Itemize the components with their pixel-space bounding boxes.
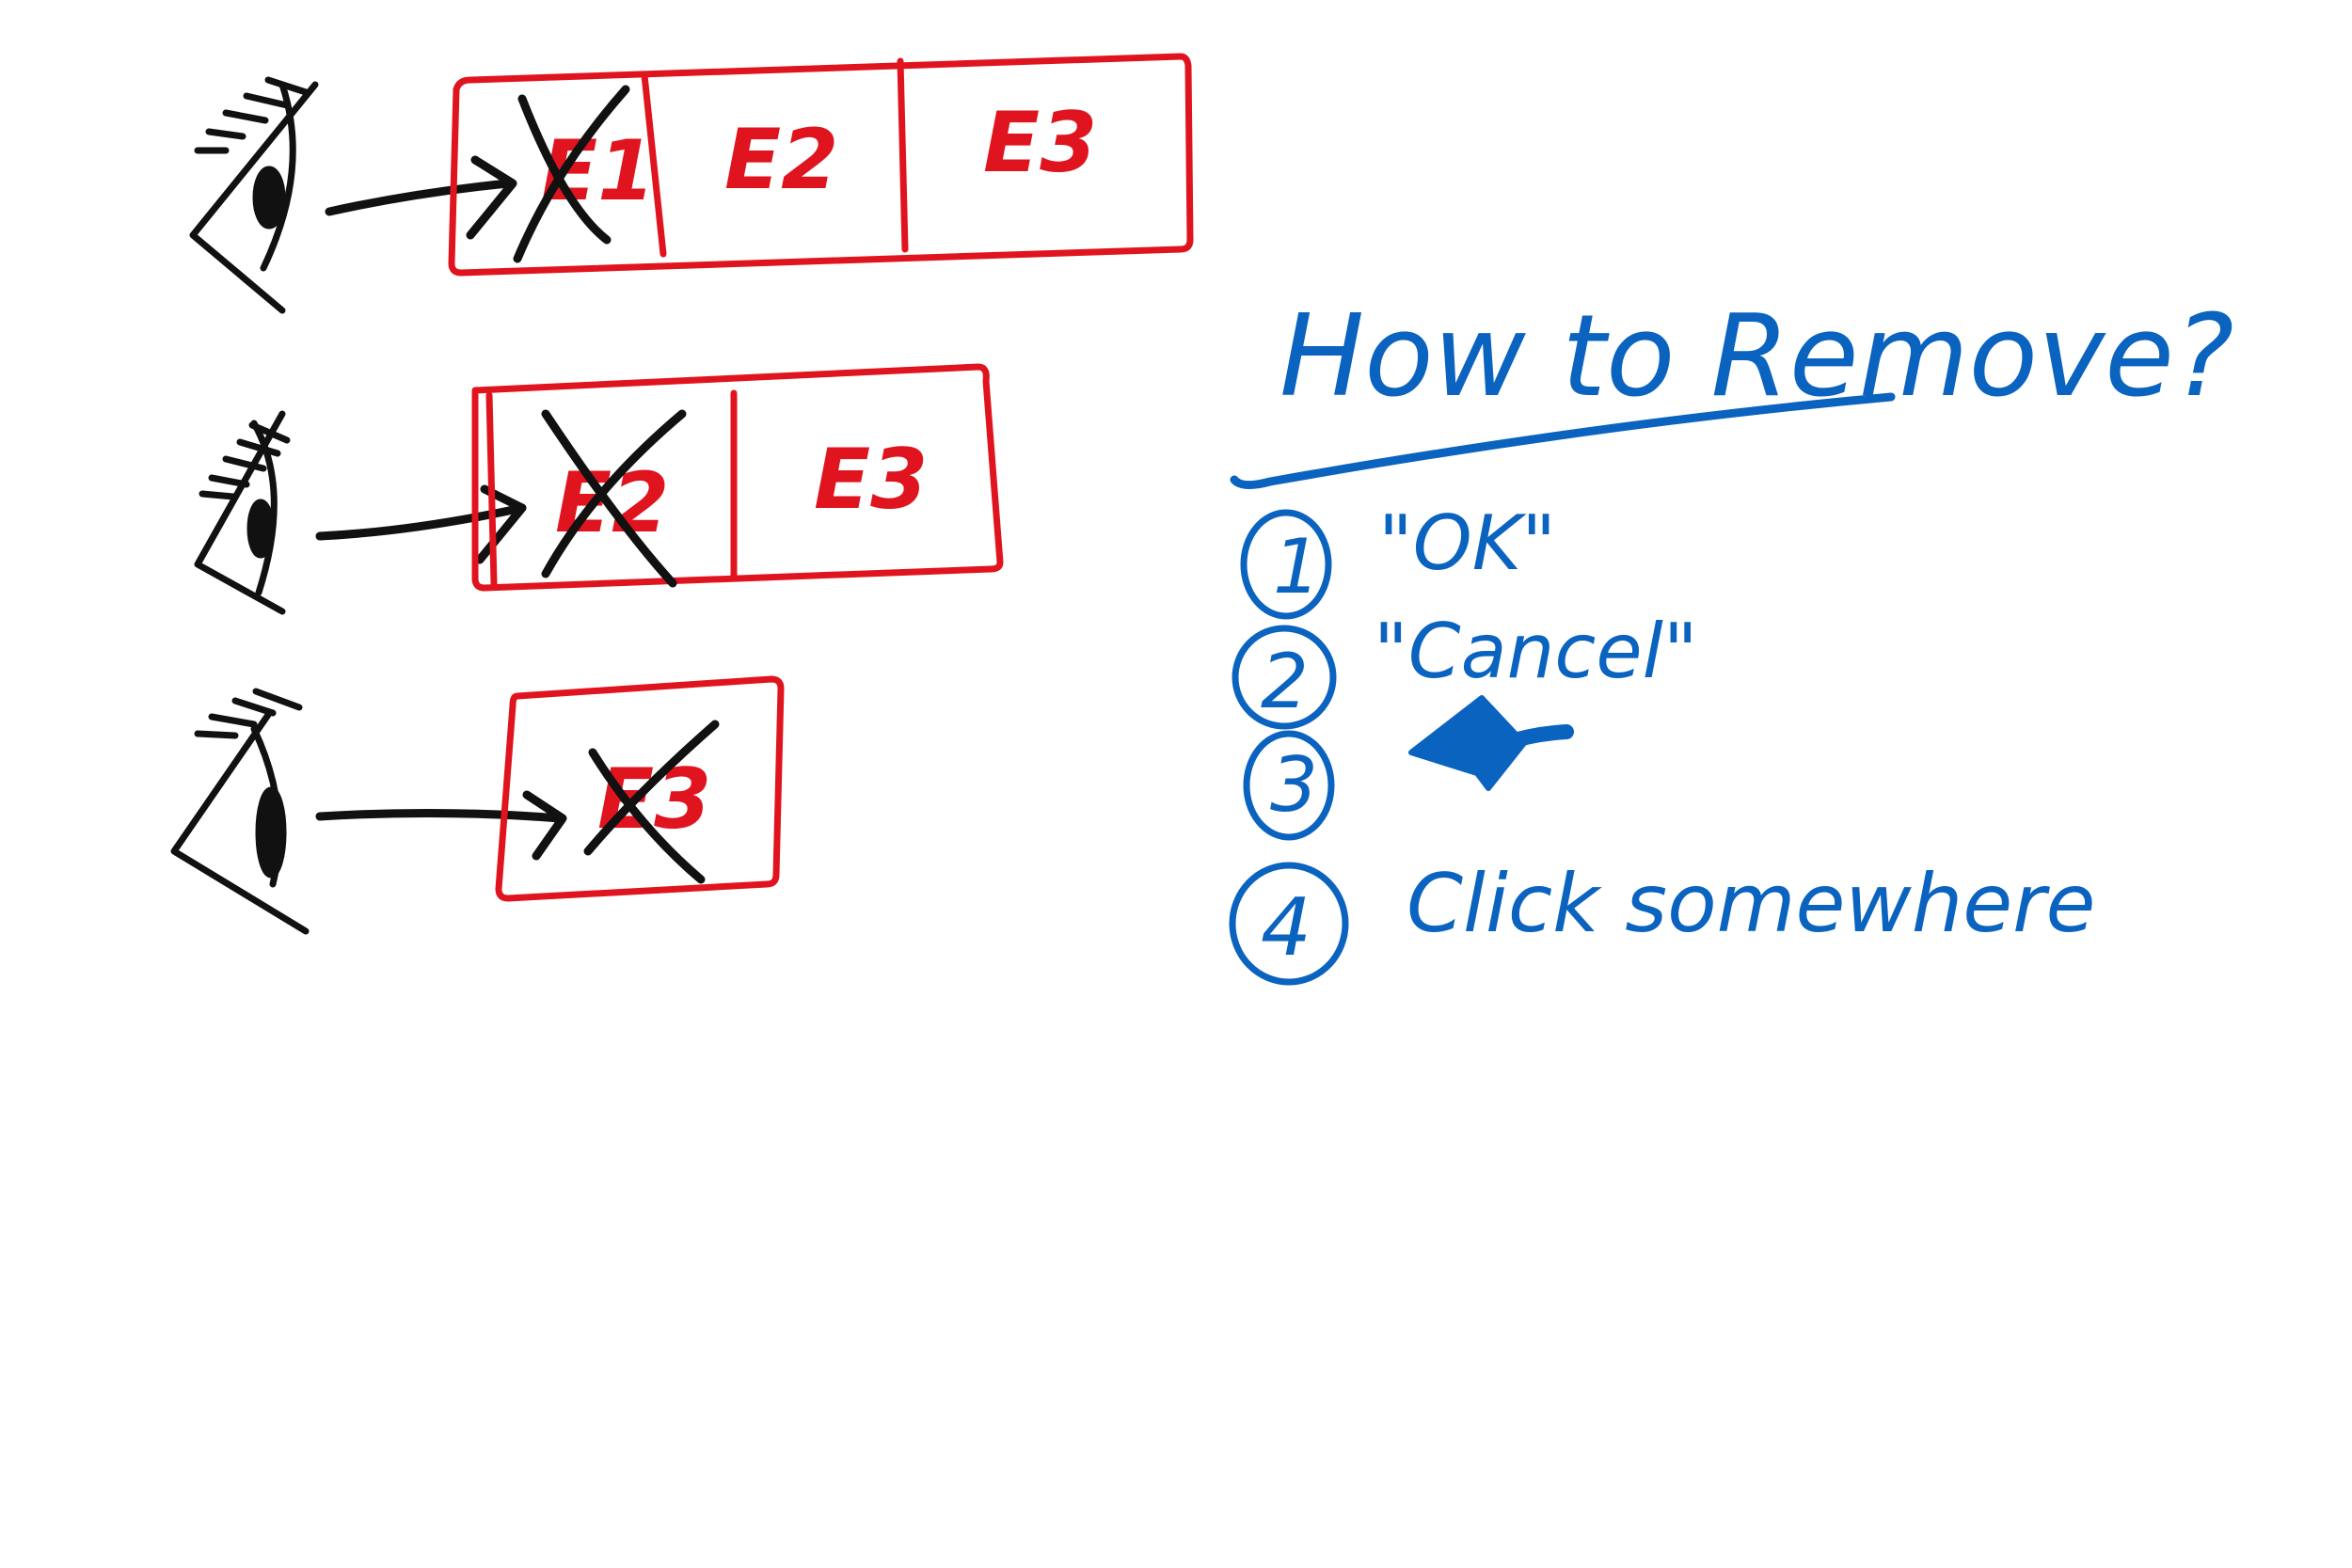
notes-item-1: 1 "OK" xyxy=(1240,499,1556,620)
queue-row-1: E1 E2 E3 xyxy=(189,53,1194,314)
item-number: 1 xyxy=(1273,523,1321,610)
queue-row-2: E2 E3 xyxy=(194,363,1004,615)
notes-panel: How to Remove? 1 "OK" 2 "Cancel" 3 xyxy=(1229,292,2234,986)
item-text: Click somewhere xyxy=(1406,857,2095,951)
queue-cell-label: E3 xyxy=(814,431,928,528)
arrow-right-icon xyxy=(325,155,517,240)
item-number-circle xyxy=(1243,730,1335,841)
item-number: 4 xyxy=(1261,881,1311,974)
item-text: "Cancel" xyxy=(1374,608,1698,695)
cross-out-icon xyxy=(541,409,687,588)
item-number-circle xyxy=(1240,509,1332,620)
notes-item-2: 2 "Cancel" xyxy=(1232,608,1698,730)
queue-box xyxy=(448,53,1194,277)
notes-item-4: 4 Click somewhere xyxy=(1229,857,2095,986)
item-number: 3 xyxy=(1270,741,1318,829)
queue-cell-label: E2 xyxy=(724,111,838,208)
item-number-circle xyxy=(1229,862,1349,986)
item-number-circle xyxy=(1232,625,1337,730)
item-text: "OK" xyxy=(1378,499,1556,587)
notes-title: How to Remove? xyxy=(1279,292,2234,422)
cross-out-icon xyxy=(583,720,720,884)
queue-row-3: E3 xyxy=(170,675,785,935)
arrow-right-icon xyxy=(315,790,567,861)
queue-cell-label: E3 xyxy=(983,94,1097,191)
cross-out-icon xyxy=(513,85,630,263)
title-underline xyxy=(1230,392,1896,489)
eye-icon xyxy=(189,76,319,314)
queue-box xyxy=(495,675,785,902)
notes-item-3: 3 xyxy=(1243,695,1574,841)
item-number: 2 xyxy=(1261,638,1309,725)
eye-icon xyxy=(194,410,291,615)
queue-box xyxy=(471,363,1004,592)
arrow-left-icon xyxy=(1408,695,1574,791)
eye-icon xyxy=(170,688,310,935)
